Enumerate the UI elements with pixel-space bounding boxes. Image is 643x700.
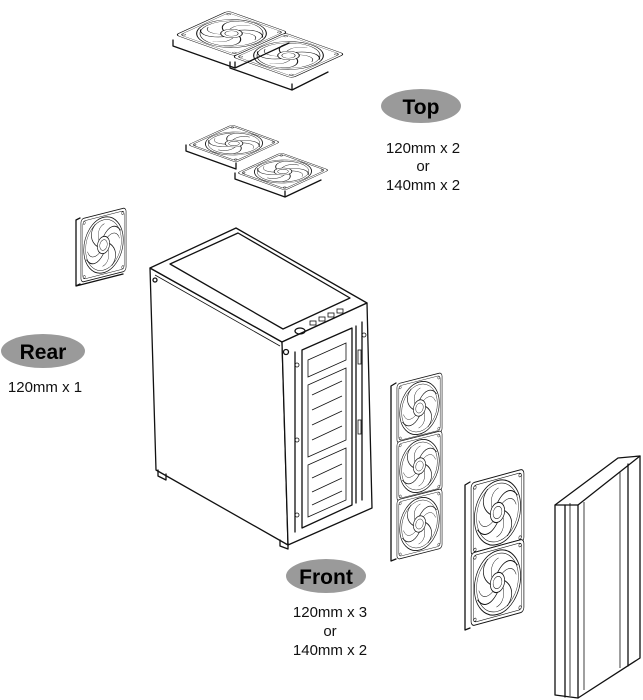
front-fans-120mm xyxy=(390,372,443,562)
front-label-group: Front 120mm x 3 or 140mm x 2 xyxy=(286,559,367,659)
rear-fan-120mm xyxy=(75,207,127,287)
top-title: Top xyxy=(403,96,440,119)
rear-title: Rear xyxy=(20,341,67,364)
front-title: Front xyxy=(299,566,353,589)
top-spec-line1: 120mm x 2 xyxy=(386,140,460,157)
top-badge xyxy=(381,89,461,123)
front-spec-or: or xyxy=(323,623,336,640)
front-panel xyxy=(554,455,641,699)
front-spec-line3: 140mm x 2 xyxy=(293,642,367,659)
top-spec-or: or xyxy=(416,158,429,175)
top-spec-line3: 140mm x 2 xyxy=(386,177,460,194)
front-spec-line1: 120mm x 3 xyxy=(293,604,367,621)
rear-badge xyxy=(1,334,85,368)
rear-spec-line1: 120mm x 1 xyxy=(8,379,82,396)
top-label-group: Top 120mm x 2 or 140mm x 2 xyxy=(381,89,461,194)
pc-case xyxy=(149,227,373,550)
rear-label-group: Rear 120mm x 1 xyxy=(1,334,85,396)
top-fans-140mm xyxy=(172,10,346,91)
front-badge xyxy=(286,559,366,593)
front-fans-140mm xyxy=(464,468,525,631)
top-fans-120mm xyxy=(185,124,330,198)
